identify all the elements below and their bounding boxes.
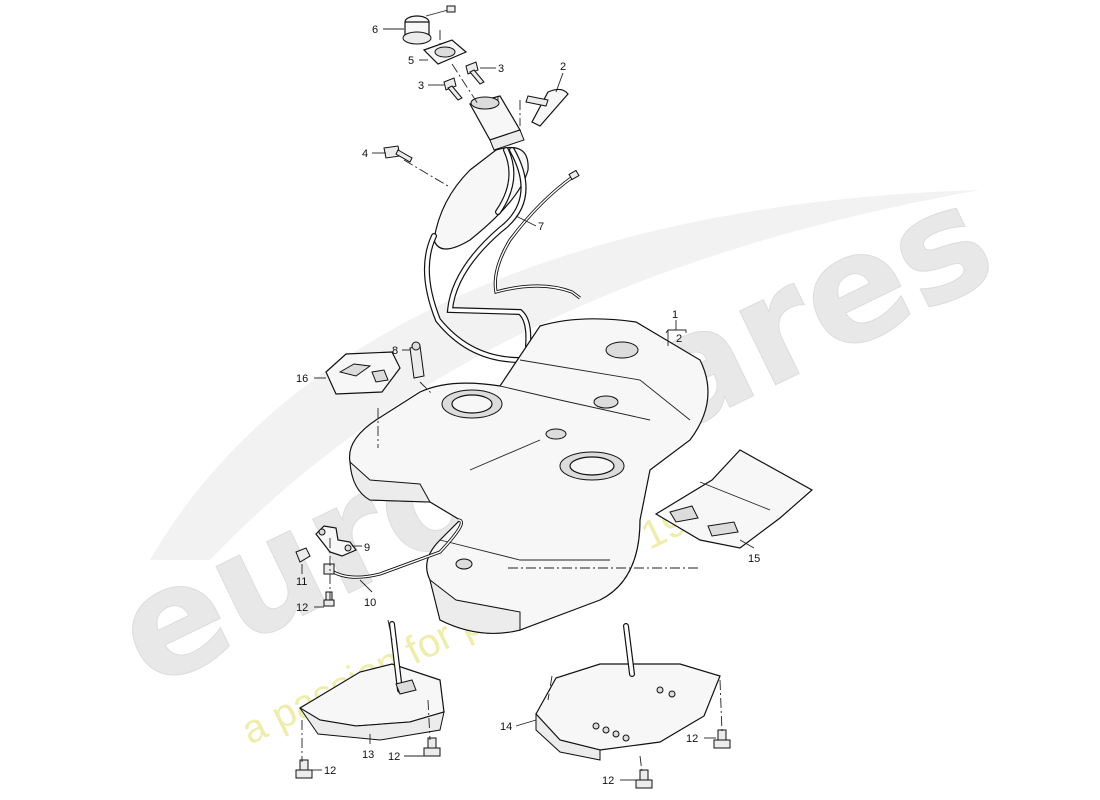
tank-strap-part	[323, 518, 463, 579]
assembly-lines	[301, 30, 723, 773]
callout-12-c: 12	[324, 765, 336, 777]
callout-11: 11	[296, 576, 307, 588]
fuel-hose-part	[493, 169, 581, 300]
callout-12-e: 12	[602, 775, 614, 787]
bolt-part-e	[423, 737, 441, 757]
sensor-part	[409, 341, 425, 379]
filler-neck-housing-part	[469, 95, 525, 151]
underbody-guard-right-part	[535, 623, 721, 761]
callout-3-lower: 3	[418, 80, 424, 92]
callout-14: 14	[500, 721, 512, 733]
bolt-part-g	[713, 729, 731, 749]
bolt-part-a	[465, 61, 485, 85]
callout-5: 5	[408, 55, 414, 67]
callout-10: 10	[364, 597, 376, 609]
callout-1: 1	[672, 309, 678, 321]
callout-13: 13	[362, 749, 374, 761]
callout-6: 6	[372, 24, 378, 36]
callout-7: 7	[538, 221, 544, 233]
bolt-part-d	[323, 591, 335, 607]
callout-4: 4	[362, 148, 368, 160]
filler-pipe-part	[423, 146, 532, 363]
callout-3-upper: 3	[498, 63, 504, 75]
heat-shield-right-part	[654, 449, 814, 549]
callout-12-b: 12	[388, 751, 400, 763]
callout-labels: 1 2 2 3 3 4 5 6 7 8 9 10 11 12 12 12 12 …	[296, 24, 760, 787]
callout-9: 9	[364, 542, 370, 554]
vent-pipe-part	[525, 88, 569, 127]
seal-ring-part	[422, 39, 468, 65]
bracket-part	[315, 525, 357, 557]
fuel-tank-part	[348, 318, 709, 634]
watermark-swoosh	[150, 190, 980, 560]
bolt-part-h	[635, 769, 653, 789]
callout-12-a: 12	[296, 602, 308, 614]
callout-2-filler-group: 2	[676, 333, 682, 345]
bolt-part-b	[443, 77, 463, 101]
callout-leaders	[301, 28, 755, 781]
cover-plate-part	[325, 351, 401, 395]
fuel-cap-part	[402, 5, 456, 45]
bolt-part-c	[383, 145, 413, 163]
callout-8: 8	[392, 345, 398, 357]
bolt-part-f	[295, 759, 313, 779]
callout-15: 15	[748, 553, 760, 565]
underbody-guard-left-part	[298, 621, 445, 741]
callout-16: 16	[296, 373, 308, 385]
callout-12-d: 12	[686, 733, 698, 745]
nut-part	[295, 547, 311, 563]
callout-2-vent-pipe: 2	[560, 61, 566, 73]
